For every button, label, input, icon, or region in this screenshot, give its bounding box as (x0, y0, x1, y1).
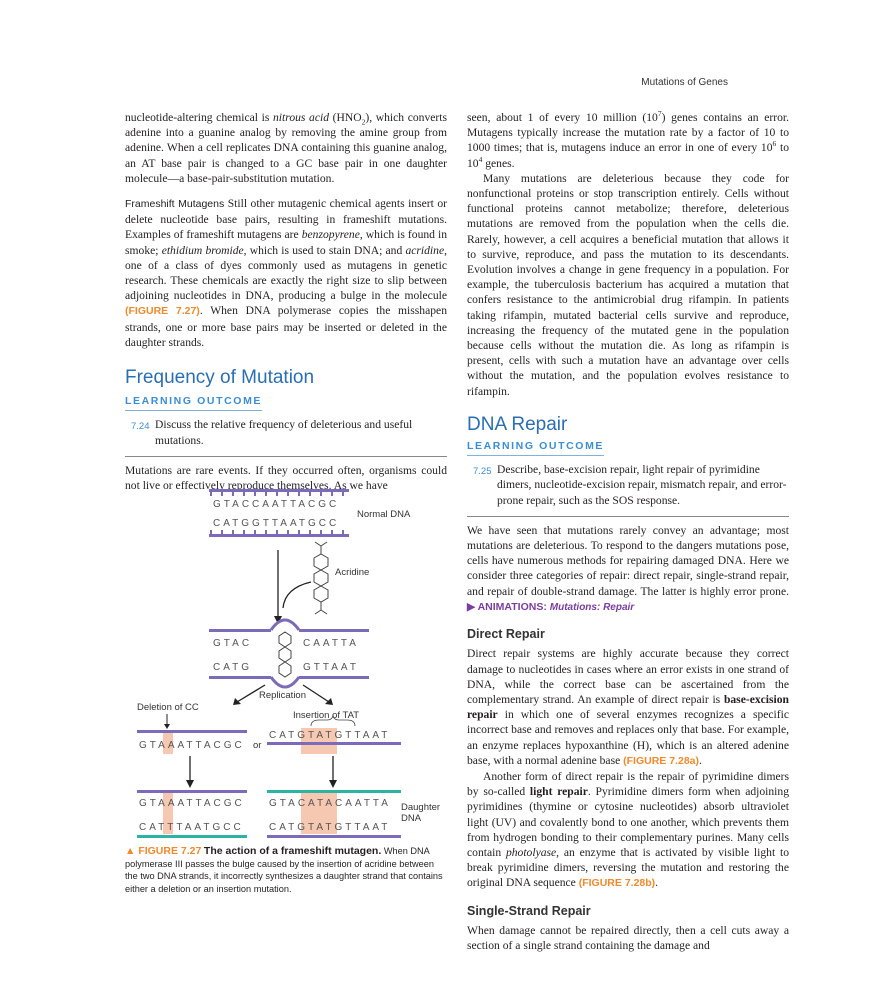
figure-7-27: GTACCAATTACGC CATGGTTAATGCC Normal DNA A… (125, 480, 447, 847)
paragraph-single-strand: When damage cannot be repaired directly,… (467, 923, 789, 952)
normal-bottom-strand: CATGGTTAATGCC (213, 518, 339, 529)
paragraph-repair-intro: We have seen that mutations rarely conve… (467, 523, 789, 613)
learning-outcome-head: LEARNING OUTCOME (467, 439, 605, 457)
acridine-label: Acridine (335, 567, 369, 578)
caption-text: When DNA polymerase III passes the bulge… (125, 846, 443, 894)
learning-outcome-7-24: 7.24 Discuss the relative frequency of d… (125, 417, 447, 447)
or-label: or (253, 740, 261, 751)
runin-frameshift: Frameshift Mutagens (125, 198, 225, 211)
figure-7-28b-link[interactable]: (FIGURE 7.28b) (578, 877, 656, 890)
figure-7-28a-link[interactable]: (FIGURE 7.28a) (623, 754, 699, 767)
lo-number: 7.25 (473, 466, 492, 478)
paragraph-frameshift-mutagens: Frameshift Mutagens Still other mutageni… (125, 197, 448, 349)
bulged-dna: GTAC CAATTA CATG GTTAAT (209, 618, 369, 689)
insertion-label: Insertion of TAT (293, 710, 359, 721)
replication-label: Replication (259, 690, 306, 701)
heading-dna-repair: DNA Repair (467, 413, 568, 435)
heading-single-strand-repair: Single-Strand Repair (467, 903, 591, 918)
paragraph-mutation-rate: seen, about 1 of every 10 million (107) … (467, 109, 790, 170)
dna-label: DNA (401, 813, 422, 824)
frameshift-diagram: GTACCAATTACGC CATGGTTAATGCC Normal DNA A… (137, 489, 440, 838)
learning-outcome-7-25: 7.25 Describe, base-excision repair, lig… (467, 462, 789, 508)
daughter-dna-deletion: GTAAATTACGC CATTTAATGCC (137, 790, 247, 838)
normal-top-strand: GTACCAATTACGC (213, 499, 339, 510)
right-column: seen, about 1 of every 10 million (107) … (467, 110, 789, 953)
daughter-label: Daughter (401, 802, 440, 813)
animations-link[interactable]: ▶ ANIMATIONS: Mutations: Repair (467, 600, 635, 613)
bulge-top-left: GTAC (213, 638, 252, 649)
lo-text: Discuss the relative frequency of delete… (155, 418, 413, 447)
daughter-dna-insertion: GTACATACAATTA CATGTATGTTAAT (267, 790, 401, 838)
divider (467, 515, 789, 517)
svg-text:GTAAATTACGC: GTAAATTACGC (139, 798, 245, 809)
heading-frequency-of-mutation: Frequency of Mutation (125, 367, 315, 389)
svg-text:GTACATACAATTA: GTACATACAATTA (269, 798, 391, 809)
svg-text:CATTTAATGCC: CATTTAATGCC (139, 822, 244, 833)
paragraph-nitrous-acid: nucleotide-altering chemical is nitrous … (125, 111, 447, 185)
paragraph-light-repair: Another form of direct repair is the rep… (467, 769, 790, 890)
paragraph-direct-repair: Direct repair systems are highly accurat… (467, 647, 789, 767)
figure-7-27-link[interactable]: (FIGURE 7.27) (125, 305, 200, 318)
bulge-bottom-left: CATG (213, 662, 252, 673)
caption-title: The action of a frameshift mutagen. (203, 845, 382, 857)
figure-caption: ▲ FIGURE 7.27 The action of a frameshift… (125, 845, 447, 895)
caption-label: ▲ FIGURE 7.27 (125, 845, 202, 857)
heading-direct-repair: Direct Repair (467, 627, 545, 642)
normal-dna-label: Normal DNA (357, 509, 411, 520)
bulge-top-right: CAATTA (303, 638, 359, 649)
left-column: nucleotide-altering chemical is nitrous … (125, 110, 447, 493)
paragraph-deleterious: Many mutations are deleterious because t… (467, 171, 789, 398)
arrowhead-1 (274, 616, 282, 624)
deletion-strand: GTAAATTACGC (139, 740, 245, 751)
acridine-molecule (313, 541, 329, 615)
paragraph-mutations-rare: Mutations are rare events. If they occur… (125, 463, 447, 493)
lo-text: Describe, base-excision repair, light re… (497, 463, 787, 507)
lo-number: 7.24 (131, 421, 150, 433)
running-head: Mutations of Genes (641, 77, 728, 88)
deletion-label: Deletion of CC (137, 702, 199, 713)
insertion-strand: CATGTATGTTAAT (269, 730, 390, 741)
svg-text:CATGTATGTTAAT: CATGTATGTTAAT (269, 822, 390, 833)
arrow-curve (282, 581, 312, 609)
learning-outcome-head: LEARNING OUTCOME (125, 394, 263, 412)
bulge-bottom-right: GTTAAT (303, 662, 359, 673)
divider (125, 455, 447, 457)
normal-dna: GTACCAATTACGC CATGGTTAATGCC Normal DNA (209, 489, 411, 537)
